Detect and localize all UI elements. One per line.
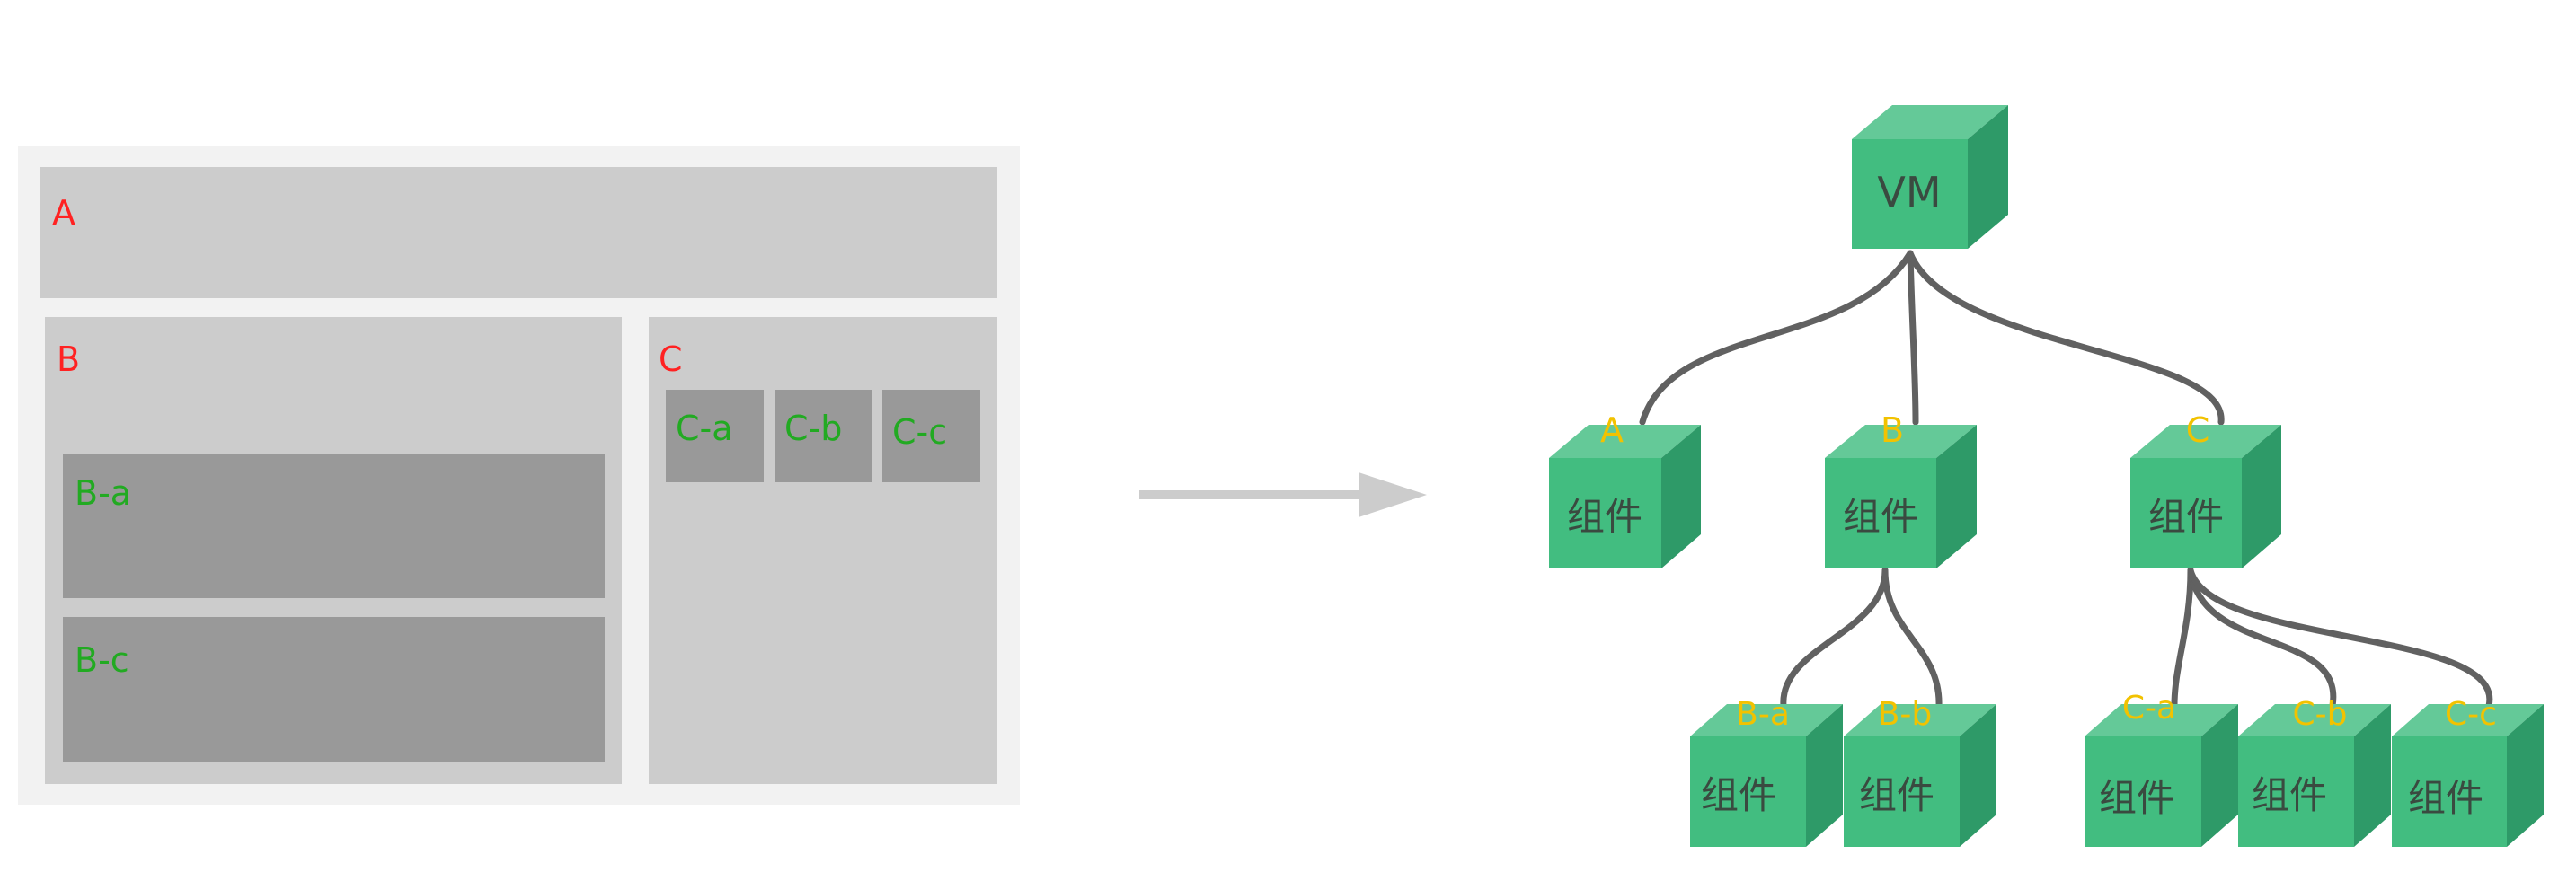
cube-vm-side	[1968, 105, 2008, 249]
cube-ba-side	[1806, 704, 1843, 847]
cube-vm-front	[1852, 139, 1968, 249]
region-a-label: A	[52, 193, 75, 233]
cube-ca-name: C-a	[2122, 690, 2176, 727]
cube-a-front	[1549, 458, 1661, 568]
cube-ca-text: 组件	[2099, 776, 2174, 820]
connector-vm-a	[1639, 250, 1914, 426]
region-c-label: C	[659, 339, 683, 379]
cube-c-top	[2130, 425, 2281, 458]
c-child-c	[882, 390, 980, 482]
cube-ca-top	[2085, 704, 2238, 736]
cube-cc-top	[2392, 704, 2544, 736]
cube-cc-text: 组件	[2408, 776, 2483, 820]
component-tree: VM A 组件 B 组件 C 组件	[1549, 105, 2544, 847]
connector-b-ba	[1780, 567, 1889, 709]
cube-vm-top	[1852, 105, 2008, 139]
arrow-head	[1359, 472, 1427, 517]
connector-b-bb	[1881, 567, 1943, 709]
c-child-c-label: C-c	[892, 412, 947, 452]
cube-c-name: C	[2186, 410, 2210, 450]
cube-c-text: 组件	[2148, 495, 2224, 539]
cube-cc-front	[2392, 736, 2507, 847]
cube-cb: C-b 组件	[2238, 696, 2391, 847]
c-child-a-label: C-a	[676, 409, 733, 448]
cube-bb-side	[1960, 704, 1996, 847]
c-child-a	[666, 390, 764, 482]
b-child-c	[63, 617, 605, 762]
transform-arrow	[1139, 472, 1427, 517]
cube-a: A 组件	[1549, 410, 1701, 568]
cube-ca-front	[2085, 736, 2201, 847]
cube-a-name: A	[1600, 410, 1624, 450]
cube-b-front	[1825, 458, 1936, 568]
cube-ba-name: B-a	[1736, 696, 1790, 733]
region-a	[40, 167, 997, 298]
b-child-a-label: B-a	[75, 473, 131, 513]
cube-ba: B-a 组件	[1690, 696, 1843, 847]
b-child-a	[63, 454, 605, 598]
cube-ba-top	[1690, 704, 1843, 736]
cube-cb-side	[2354, 704, 2391, 847]
cube-bb-text: 组件	[1859, 773, 1934, 817]
c-child-b-label: C-b	[784, 409, 842, 448]
cube-c-front	[2130, 458, 2242, 568]
cube-a-side	[1661, 425, 1701, 568]
connector-c-ca	[2171, 567, 2194, 709]
cube-cc: C-c 组件	[2392, 696, 2544, 847]
connector-lines	[1639, 250, 2493, 709]
cube-b-text: 组件	[1843, 495, 1918, 539]
cube-bb-front	[1844, 736, 1960, 847]
cube-ca: C-a 组件	[2085, 690, 2238, 847]
cube-a-top	[1549, 425, 1701, 458]
cube-c: C 组件	[2130, 410, 2281, 568]
layout-panel: A B B-a B-c C C-a C-b C-c	[18, 146, 1020, 805]
cube-cb-top	[2238, 704, 2391, 736]
cube-ba-front	[1690, 736, 1806, 847]
cube-cb-text: 组件	[2252, 773, 2327, 817]
cube-bb-name: B-b	[1878, 696, 1933, 733]
connector-vm-b	[1907, 250, 1919, 426]
cube-bb-top	[1844, 704, 1996, 736]
connector-c-cc	[2187, 567, 2493, 709]
cube-b-side	[1936, 425, 1977, 568]
cube-ba-text: 组件	[1701, 773, 1776, 817]
cube-b: B 组件	[1825, 410, 1977, 568]
cube-b-top	[1825, 425, 1977, 458]
connector-vm-c	[1907, 250, 2225, 426]
cube-cc-name: C-c	[2445, 696, 2497, 733]
cube-vm: VM	[1852, 105, 2008, 249]
b-child-c-label: B-c	[75, 640, 129, 680]
c-child-b	[775, 390, 872, 482]
region-c	[649, 317, 997, 784]
region-b-label: B	[57, 339, 80, 379]
connector-c-cb	[2187, 567, 2337, 709]
cube-cb-front	[2238, 736, 2354, 847]
cube-cc-side	[2507, 704, 2544, 847]
cube-c-side	[2242, 425, 2281, 568]
cube-ca-side	[2201, 704, 2238, 847]
cube-vm-label: VM	[1877, 168, 1941, 216]
cube-cb-name: C-b	[2293, 696, 2348, 733]
cube-a-text: 组件	[1567, 495, 1642, 539]
cube-b-name: B	[1881, 410, 1904, 450]
cube-bb: B-b 组件	[1844, 696, 1996, 847]
